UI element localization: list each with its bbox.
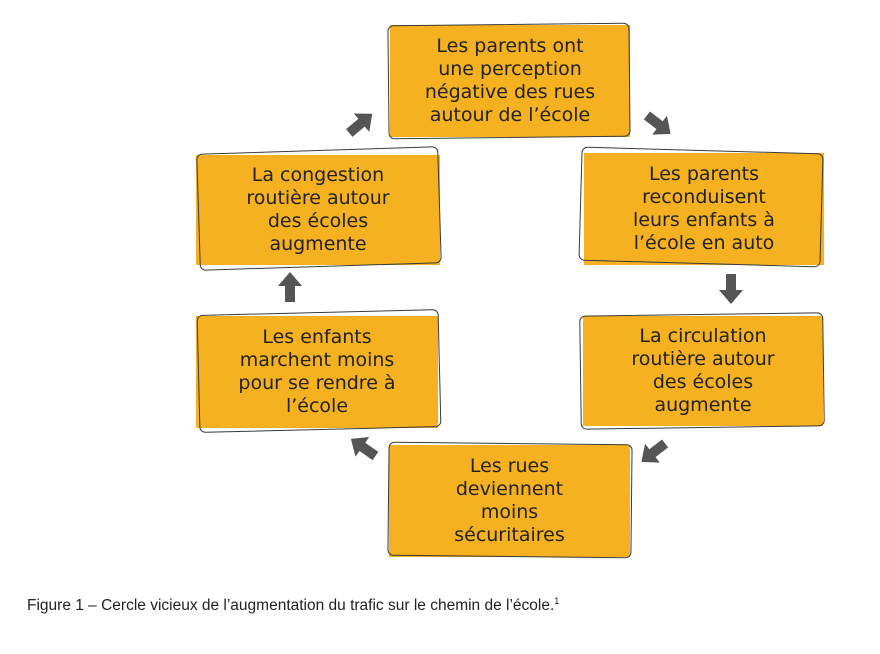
cycle-node-6: La congestion routière autour des écoles…	[196, 155, 440, 265]
arrow-node5-to-node6	[278, 272, 302, 302]
node-2-label: Les parents reconduisent leurs enfants à…	[633, 163, 775, 254]
node-4-label: Les rues deviennent moins sécuritaires	[454, 455, 565, 546]
node-5-label: Les enfants marchent moins pour se rendr…	[238, 326, 396, 417]
arrow-node2-to-node3	[719, 274, 743, 304]
node-1-label: Les parents ont une perception négative …	[424, 35, 596, 126]
arrow-node4-to-node5	[344, 428, 383, 466]
cycle-node-5: Les enfants marchent moins pour se rendr…	[196, 316, 438, 428]
node-6-label: La congestion routière autour des écoles…	[246, 164, 390, 255]
cycle-node-3: La circulation routière autour des école…	[583, 316, 823, 426]
arrow-node3-to-node4	[634, 433, 673, 472]
cycle-node-4: Les rues deviennent moins sécuritaires	[389, 445, 630, 557]
cycle-node-2: Les parents reconduisent leurs enfants à…	[584, 153, 824, 265]
arrow-node1-to-node2	[639, 105, 678, 144]
node-3-label: La circulation routière autour des école…	[631, 325, 775, 416]
figure-caption: Figure 1 – Cercle vicieux de l’augmentat…	[27, 596, 559, 615]
cycle-node-1: Les parents ont une perception négative …	[390, 25, 630, 137]
arrow-node6-to-node1	[341, 104, 380, 143]
caption-text: Figure 1 – Cercle vicieux de l’augmentat…	[27, 597, 555, 615]
caption-footnote: 1	[554, 596, 560, 606]
